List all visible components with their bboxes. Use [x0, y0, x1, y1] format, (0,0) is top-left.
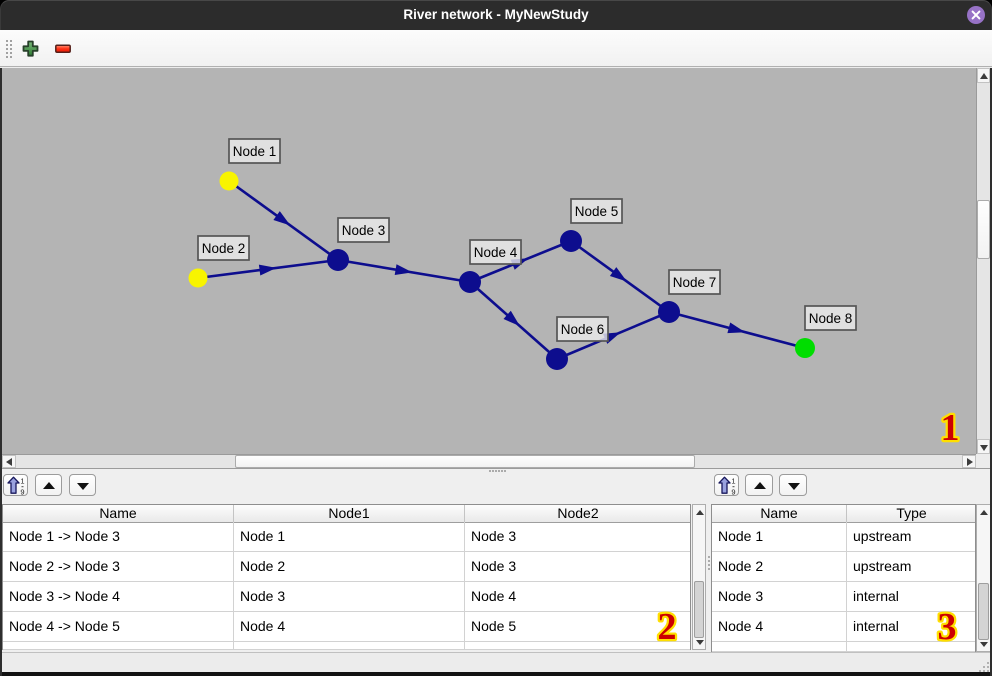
svg-text:Node 1: Node 1 — [233, 144, 277, 159]
svg-text:Node 2: Node 2 — [202, 241, 246, 256]
svg-text:1: 1 — [20, 477, 24, 486]
svg-text:Node 6: Node 6 — [561, 322, 605, 337]
svg-text:1: 1 — [731, 477, 735, 486]
svg-text:Node 5: Node 5 — [575, 204, 619, 219]
svg-text:3: 3 — [938, 606, 957, 648]
svg-text:Node 7: Node 7 — [673, 275, 717, 290]
svg-text:1: 1 — [941, 407, 960, 449]
svg-text:Node 3: Node 3 — [342, 223, 386, 238]
svg-text:Node 4: Node 4 — [474, 245, 518, 260]
svg-text:2: 2 — [658, 606, 677, 648]
svg-text:9: 9 — [20, 488, 24, 496]
svg-text:9: 9 — [731, 488, 735, 496]
svg-text:Node 8: Node 8 — [809, 311, 853, 326]
